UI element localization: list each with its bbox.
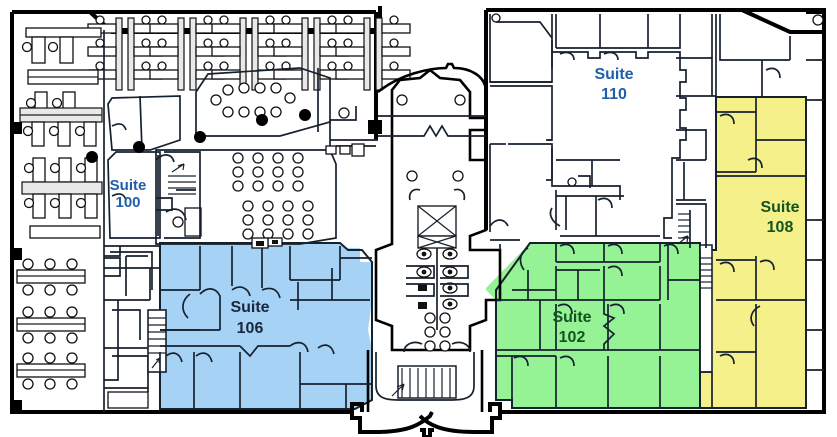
- suite-labels: Suite 100 Suite 102 Suite 106 Suite 108 …: [110, 66, 800, 346]
- upper-corridor: [325, 62, 488, 182]
- suite-106-label-line1: Suite: [230, 299, 269, 316]
- suite-100-label-line2: 100: [115, 194, 140, 211]
- suite-108-label-line2: 108: [767, 219, 794, 236]
- suite-110-label: Suite 110: [594, 66, 633, 103]
- suite-100-region[interactable]: [107, 151, 201, 239]
- structural-columns: [10, 109, 382, 412]
- suite-110-label-line2: 110: [601, 86, 627, 103]
- suite-108-partitions: [716, 59, 824, 408]
- upper-right-rooms: [719, 14, 824, 97]
- central-core: [374, 68, 502, 353]
- suite-106-label: Suite 106: [230, 299, 269, 337]
- suite-108-label-line1: Suite: [760, 199, 799, 216]
- suite-106-region[interactable]: [159, 242, 373, 410]
- suite-102-partitions: [496, 243, 700, 408]
- suite-100-label: Suite 100: [110, 177, 147, 211]
- training-room: [155, 149, 337, 247]
- lower-left-details: [104, 255, 149, 409]
- suite-106-label-line2: 106: [237, 320, 264, 337]
- restroom-fixtures: [406, 248, 469, 352]
- main-entrance-lobby: [350, 350, 502, 437]
- suite-102-label-line1: Suite: [552, 309, 591, 326]
- suite-102-label-line2: 102: [559, 329, 586, 346]
- conference-room-b: [195, 67, 331, 137]
- suite-106-partitions: [159, 237, 372, 408]
- suite-110-label-line1: Suite: [594, 66, 633, 83]
- suite-110-region[interactable]: [489, 13, 687, 250]
- conference-room-a: [107, 95, 181, 151]
- suite-102-label: Suite 102: [552, 309, 591, 346]
- training-seating-left: [16, 258, 86, 390]
- elevator-core: [408, 188, 466, 249]
- stair-lobby: [391, 365, 457, 399]
- suite-108-region[interactable]: [699, 96, 807, 409]
- left-workstation-cluster: [19, 27, 103, 239]
- suite-110-east-rooms: [676, 14, 717, 248]
- suite-108-label: Suite 108: [760, 199, 799, 236]
- right-corridor-details: [699, 250, 713, 408]
- suite-100-label-line1: Suite: [110, 177, 147, 194]
- stair-left: [147, 309, 167, 373]
